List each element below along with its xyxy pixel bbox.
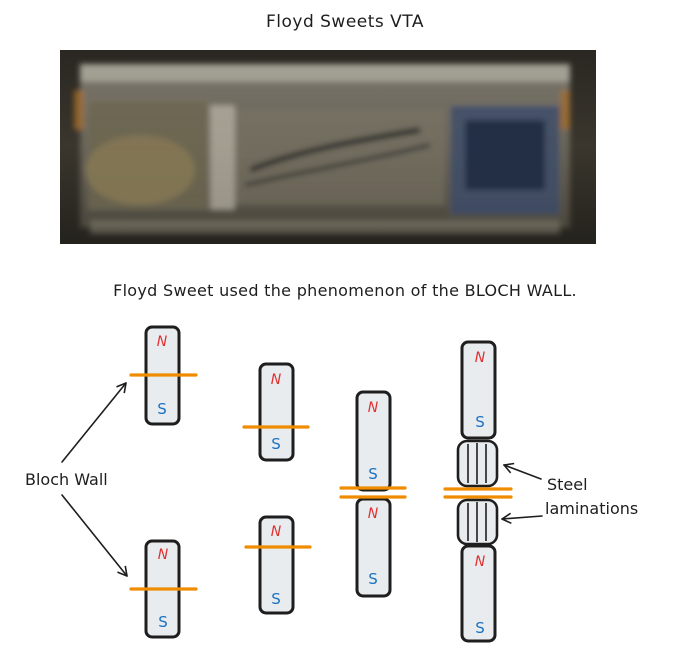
magnet-3-south-label: S: [271, 435, 281, 453]
magnet-5-south-label: S: [368, 465, 378, 483]
magnet-6: [355, 497, 392, 598]
magnet-7: [460, 340, 497, 440]
magnet-stack-laminated: N S N S: [443, 340, 513, 643]
arrow-to-bloch-wall-1: [61, 382, 127, 463]
magnet-4: N S: [244, 515, 312, 615]
arrow-to-bloch-wall-2: [61, 494, 128, 577]
bloch-wall-label: Bloch Wall: [25, 470, 108, 489]
magnet-8: [460, 544, 497, 643]
magnet-7-north-label: N: [475, 350, 486, 366]
magnet-4-south-label: S: [271, 590, 281, 608]
magnet-1: N S: [129, 325, 198, 426]
diagram-title: Floyd Sweets VTA: [265, 12, 425, 32]
magnet-2-south-label: S: [158, 613, 168, 631]
magnet-6-north-label: N: [368, 506, 379, 522]
magnet-2: N S: [129, 539, 198, 639]
magnet-stack-joined: N S N S: [339, 390, 407, 598]
steel-laminations-label-line1: Steel: [547, 475, 588, 494]
steel-lamination-lower: [456, 498, 499, 546]
vta-device-photo: [60, 50, 596, 244]
diagram-subtitle: Floyd Sweet used the phenomenon of the B…: [113, 281, 577, 300]
steel-lamination-upper: [456, 439, 499, 488]
steel-laminations-label-line2: laminations: [545, 499, 638, 518]
arrow-to-lamination-lower: [501, 512, 543, 525]
magnet-8-north-label: N: [475, 554, 486, 570]
magnet-3-north-label: N: [271, 372, 282, 388]
magnet-7-south-label: S: [475, 413, 485, 431]
magnet-8-south-label: S: [475, 619, 485, 637]
magnet-6-south-label: S: [368, 570, 378, 588]
magnet-1-north-label: N: [157, 334, 168, 350]
magnet-1-south-label: S: [157, 400, 167, 418]
magnet-4-north-label: N: [271, 524, 282, 540]
magnet-5: [355, 390, 392, 492]
magnet-3: N S: [242, 362, 310, 462]
magnet-5-north-label: N: [368, 400, 379, 416]
magnet-2-north-label: N: [158, 547, 169, 563]
arrow-to-lamination-upper: [503, 462, 542, 480]
